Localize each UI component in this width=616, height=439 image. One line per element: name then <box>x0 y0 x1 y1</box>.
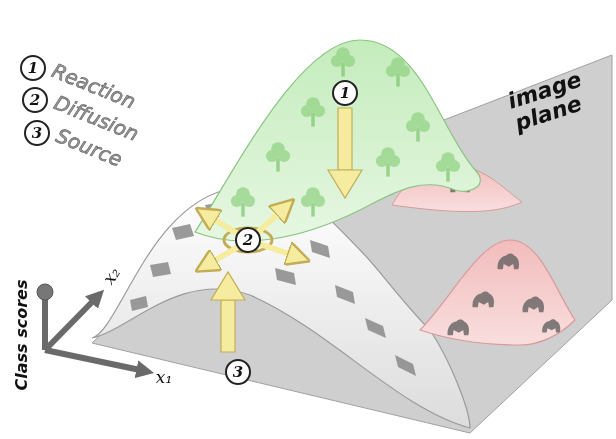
callout-text: 2 <box>30 93 40 108</box>
diffusion-arrows <box>212 212 292 262</box>
ape-icon <box>448 320 470 336</box>
axes <box>37 284 140 370</box>
road-tile <box>395 355 416 376</box>
callout-number: 3 <box>24 120 50 146</box>
arrow-head <box>211 272 245 300</box>
tree-icon <box>376 147 400 176</box>
axis-class-scores <box>42 298 48 350</box>
image-plane <box>92 55 612 433</box>
arrow <box>212 218 238 234</box>
source-arrow <box>211 272 245 352</box>
ape-icon <box>523 297 545 313</box>
callout-text: 1 <box>28 61 38 76</box>
callout-text: 3 <box>32 126 42 141</box>
tree-icon <box>406 112 430 141</box>
axis-x2 <box>45 300 94 350</box>
road-tile <box>172 224 194 240</box>
reaction-arrow <box>328 108 362 198</box>
class-hump-green <box>195 40 480 241</box>
axis-variable: x₂ <box>100 264 124 288</box>
axis-knob <box>37 284 53 300</box>
road-tile <box>310 240 330 258</box>
axis-x1 <box>45 350 140 370</box>
arrow-head <box>328 170 362 198</box>
axis-title: Class scores <box>14 280 31 391</box>
arrow <box>212 247 238 262</box>
ape-icon <box>542 319 560 332</box>
callout-number: 3 <box>225 359 251 385</box>
tree-icon <box>231 187 255 216</box>
road-tile <box>335 285 355 304</box>
tree-icon <box>301 97 325 126</box>
class-hump-pink <box>420 240 575 345</box>
road-tile <box>130 296 148 311</box>
arrow-shaft <box>221 300 235 352</box>
callout-text: 2 <box>243 233 253 248</box>
arrow-shaft <box>338 108 352 170</box>
callout-number: 2 <box>235 227 261 253</box>
road-tile <box>365 318 386 338</box>
tree-icon <box>266 142 290 171</box>
tree-icon <box>386 57 410 86</box>
callout-number: 1 <box>20 55 46 81</box>
axis-variable: x₁ <box>156 369 172 387</box>
tree-icon <box>436 152 460 181</box>
callout-text: 1 <box>340 86 350 101</box>
callout-number: 2 <box>22 87 48 113</box>
arrow <box>260 244 292 255</box>
callout-number: 1 <box>332 80 358 106</box>
ape-icon <box>473 292 495 308</box>
tree-icon <box>301 187 325 216</box>
road-tile <box>275 268 296 285</box>
tree-icon <box>331 47 355 76</box>
ape-icon <box>498 254 520 270</box>
callout-text: 3 <box>233 365 243 380</box>
road-tile <box>150 262 171 277</box>
arrow <box>256 212 280 234</box>
